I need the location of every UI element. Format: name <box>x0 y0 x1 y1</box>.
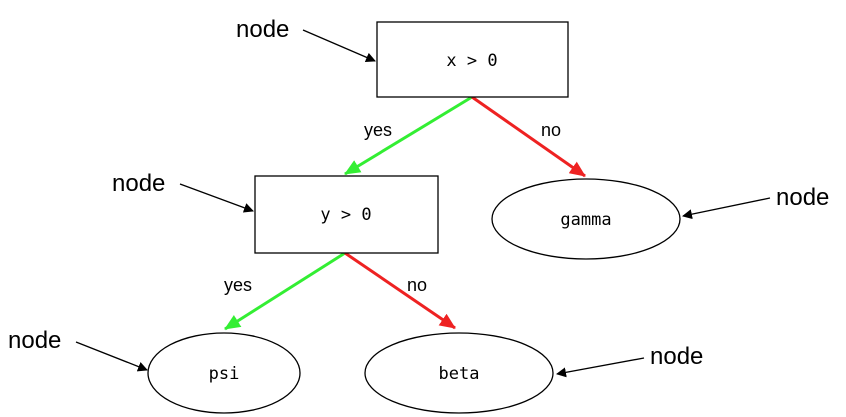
callout-psi: node <box>8 327 148 372</box>
callout-beta: node <box>556 343 703 378</box>
edge-label-root-no: no <box>541 120 561 140</box>
node-root-box <box>376 21 569 98</box>
edge-inner-no <box>344 251 456 330</box>
edge-label-inner-no: no <box>407 275 427 295</box>
edge-inner-yes <box>224 251 346 331</box>
callout-gamma-arrow <box>682 197 771 220</box>
callout-inner: node <box>112 170 254 213</box>
callout-root-arrow <box>302 29 376 63</box>
node-beta: beta <box>364 332 554 414</box>
callout-inner-arrow <box>179 183 254 213</box>
node-gamma-label: gamma <box>560 210 611 230</box>
callout-gamma-text: node <box>776 184 829 211</box>
callout-root-text: node <box>236 16 289 43</box>
node-inner-box <box>254 175 439 254</box>
node-inner-label: y > 0 <box>320 205 371 225</box>
callout-inner-text: node <box>112 170 165 197</box>
node-root: x > 0 <box>376 21 569 98</box>
callout-gamma: node <box>682 184 829 220</box>
edge-label-inner-yes: yes <box>224 275 252 295</box>
node-psi: psi <box>147 332 301 414</box>
node-beta-ellipse <box>364 332 554 414</box>
node-gamma: gamma <box>491 178 681 260</box>
node-psi-label: psi <box>209 364 240 384</box>
node-root-label: x > 0 <box>446 51 497 71</box>
callout-root: node <box>236 16 376 63</box>
callout-beta-arrow <box>556 357 645 378</box>
edges <box>224 95 586 331</box>
node-beta-label: beta <box>439 364 480 384</box>
callout-psi-arrow <box>75 341 148 372</box>
node-inner: y > 0 <box>254 175 439 254</box>
edge-root-no <box>471 95 586 178</box>
callout-psi-text: node <box>8 327 61 354</box>
node-psi-ellipse <box>147 332 301 414</box>
edge-root-yes <box>344 95 473 176</box>
node-gamma-ellipse <box>491 178 681 260</box>
callout-beta-text: node <box>650 343 703 370</box>
edge-label-root-yes: yes <box>364 120 392 140</box>
